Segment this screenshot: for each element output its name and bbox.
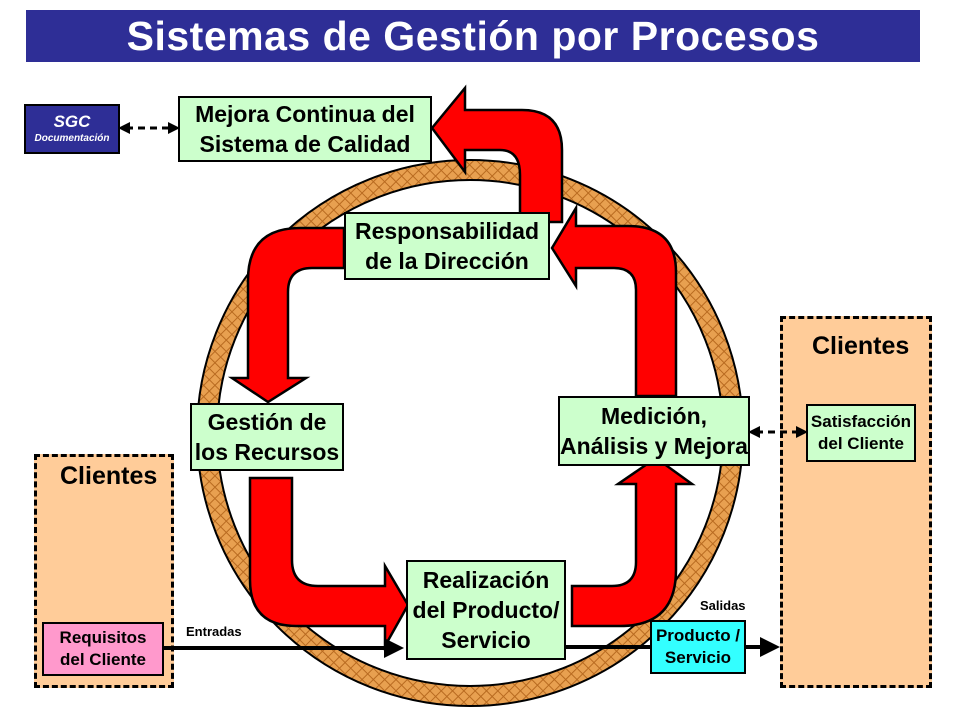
outputs-arrowhead [760,637,780,657]
measurement-analysis-box: Medición, Análisis y Mejora [558,396,750,466]
inputs-label: Entradas [186,624,242,639]
arrow-to-resource-management [227,226,346,404]
arrow-to-continuous-improvement [430,84,564,224]
arrow-to-management-responsibility [550,203,678,398]
clients-right-title: Clientes [812,332,910,360]
sgc-documentation-box: SGC Documentación [24,104,120,154]
continuous-improvement-box: Mejora Continua del Sistema de Calidad [178,96,432,162]
clients-right-panel [780,316,932,688]
outputs-label: Salidas [700,598,746,613]
management-responsibility-box: Responsabilidad de la Dirección [344,212,550,280]
page-title: Sistemas de Gestión por Procesos [26,10,920,62]
arrow-to-product-realization [248,476,410,651]
sgc-subtitle: Documentación [34,133,110,144]
client-satisfaction-box: Satisfacción del Cliente [806,404,916,462]
inputs-arrowhead [384,638,404,658]
client-requirements-box: Requisitos del Cliente [42,622,164,676]
clients-left-title: Clientes [60,462,158,490]
resource-management-box: Gestión de los Recursos [190,403,344,471]
sgc-title: SGC [53,112,91,131]
arrow-to-measurement [570,456,696,628]
product-realization-box: Realización del Producto/ Servicio [406,560,566,660]
product-service-output-box: Producto / Servicio [650,620,746,674]
